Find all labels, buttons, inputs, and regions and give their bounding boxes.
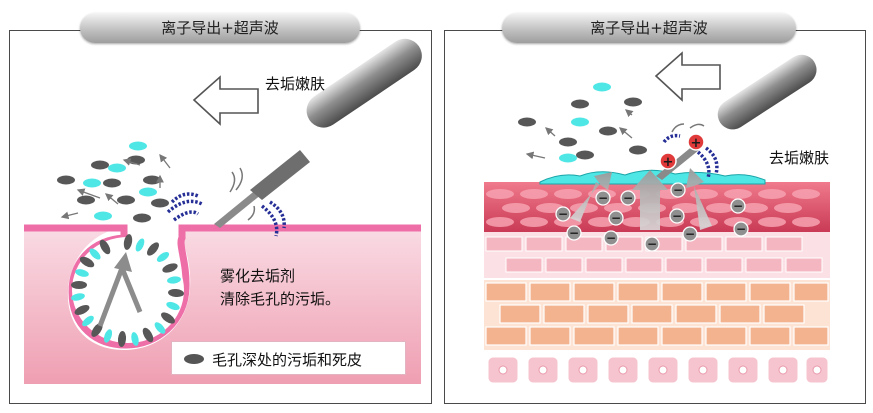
right-vibration-marks — [671, 123, 705, 133]
left-top-label: 去垢嫩肤 — [265, 75, 326, 93]
plus-sign: + — [663, 155, 674, 170]
right-side-label: 去垢嫩肤 — [769, 149, 830, 167]
pore-inner-arrows — [97, 252, 143, 327]
left-vibration-marks — [229, 167, 256, 221]
negative-ion-signs: − − − − − − − − − − − − — [558, 183, 746, 251]
minus-sign: − — [685, 227, 695, 241]
right-ultrasonic-waves — [662, 133, 719, 179]
minus-sign: − — [647, 237, 657, 251]
right-big-arrow — [654, 51, 721, 102]
legend-text: 毛孔深处的污垢和死皮 — [212, 351, 363, 369]
pore-dirt-particles — [71, 234, 184, 347]
minus-sign: − — [672, 209, 682, 223]
minus-sign: − — [623, 191, 633, 205]
minus-sign: − — [598, 191, 608, 205]
legend-box: 毛孔深处的污垢和死皮 — [171, 341, 406, 375]
pore-cavity — [72, 237, 184, 343]
right-floating-dirt — [518, 97, 647, 160]
positive-ion-signs: + + — [663, 136, 702, 170]
left-floating-dirt — [57, 155, 169, 223]
left-floating-cyan — [83, 141, 157, 221]
left-desc-line2: 清除毛孔的污垢。 — [220, 290, 341, 308]
left-desc-line1: 雾化去垢剂 — [220, 267, 296, 285]
right-floating-cyan — [559, 82, 611, 163]
legend-dirt-swatch — [184, 354, 204, 364]
positive-ions — [659, 133, 705, 170]
left-small-arrows — [60, 153, 171, 220]
right-small-arrows — [525, 109, 634, 160]
plus-sign: + — [691, 136, 702, 151]
minus-sign: − — [611, 211, 621, 225]
minus-sign: − — [736, 222, 746, 236]
left-ultrasonic-waves — [166, 192, 286, 237]
left-big-arrow — [192, 75, 259, 126]
right-upward-arrows — [570, 168, 712, 230]
minus-sign: − — [733, 199, 743, 213]
right-title: 离子导出+超声波 — [502, 13, 796, 43]
pore-cyan-particles — [71, 238, 181, 346]
minus-sign: − — [569, 226, 579, 240]
minus-sign: − — [673, 183, 683, 197]
left-probe — [214, 38, 422, 228]
left-title: 离子导出+超声波 — [80, 13, 360, 43]
right-probe — [656, 54, 817, 180]
minus-sign: − — [606, 231, 616, 245]
negative-ions — [555, 182, 749, 252]
minus-sign: − — [558, 207, 568, 221]
